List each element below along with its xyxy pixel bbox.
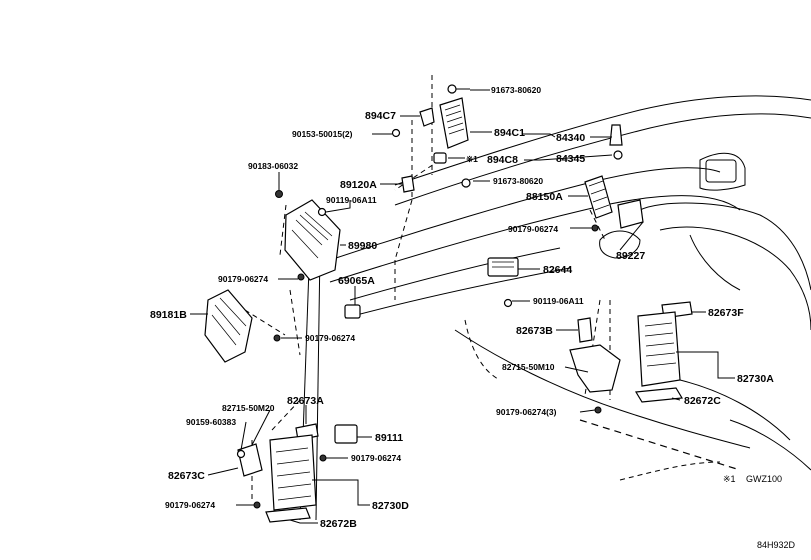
- part-82715-50M10: [569, 344, 621, 393]
- label-82730A: 82730A: [737, 373, 774, 385]
- label-82672B: 82672B: [320, 518, 357, 530]
- label-894C8: 894C8: [487, 154, 518, 166]
- label-90183-06032: 90183-06032: [248, 161, 298, 171]
- part-82730A: [637, 311, 681, 387]
- part-bolt-90159: [236, 449, 246, 459]
- part-82673B: [577, 317, 593, 343]
- label-90179-06274-r1: 90179-06274: [508, 224, 558, 234]
- label-88150A: 88150A: [526, 191, 563, 203]
- part-82730D: [269, 434, 317, 511]
- part-bolt-90153: [391, 128, 401, 138]
- part-nut-90179-l1: [297, 273, 305, 281]
- part-894C1: [439, 97, 469, 149]
- label-90119-06A11-top: 90119-06A11: [326, 195, 377, 205]
- label-91673-80620-mid: 91673-80620: [493, 176, 543, 186]
- label-82715-50M20: 82715-50M20: [222, 403, 275, 413]
- part-89227: [617, 199, 644, 229]
- part-894C8: [433, 152, 447, 164]
- part-bolt-91673-mid: [461, 178, 471, 188]
- drawing-id: 84H932D: [757, 540, 796, 550]
- label-90159-60383: 90159-60383: [186, 417, 236, 427]
- part-82644: [487, 257, 519, 277]
- label-89227: 89227: [616, 250, 645, 262]
- part-nut-90183: [275, 190, 283, 198]
- part-nut-90179-bl: [253, 501, 261, 509]
- footnote-text: GWZ100: [746, 474, 782, 484]
- label-90153-50015: 90153-50015(2): [292, 129, 353, 139]
- label-69065A: 69065A: [338, 275, 375, 287]
- label-90179-06274-l2: 90179-06274: [305, 333, 355, 343]
- part-69065A: [344, 304, 361, 319]
- part-89120A: [401, 175, 415, 193]
- part-nut-90179-l2: [273, 334, 281, 342]
- label-90179-06274-b: 90179-06274: [351, 453, 401, 463]
- label-89111: 89111: [375, 432, 403, 444]
- part-84340: [609, 124, 623, 146]
- label-89181B: 89181B: [150, 309, 187, 321]
- part-89181B: [204, 289, 253, 363]
- part-nut-90179-b: [319, 454, 327, 462]
- label-82673A: 82673A: [287, 395, 324, 407]
- label-91673-80620-top: 91673-80620: [491, 85, 541, 95]
- label-82672C: 82672C: [684, 395, 721, 407]
- dashboard-outline: [299, 95, 811, 521]
- part-84345: [613, 150, 623, 160]
- label-90119-06A11-mid: 90119-06A11: [533, 296, 584, 306]
- note-mark-894C8: ※1: [466, 154, 478, 164]
- label-82673F: 82673F: [708, 307, 744, 319]
- label-90179-06274-bl: 90179-06274: [165, 500, 215, 510]
- label-89980: 89980: [348, 240, 377, 252]
- part-bolt-91673-top: [447, 84, 470, 94]
- footnote-mark: ※1: [723, 474, 736, 484]
- label-82715-50M10: 82715-50M10: [502, 362, 555, 372]
- label-89120A: 89120A: [340, 179, 377, 191]
- part-bolt-90119-mid: [503, 298, 513, 308]
- label-82673B: 82673B: [516, 325, 553, 337]
- label-90179-06274-l1: 90179-06274: [218, 274, 268, 284]
- part-82672B: [265, 507, 311, 523]
- label-894C7: 894C7: [365, 110, 396, 122]
- label-82673C: 82673C: [168, 470, 205, 482]
- part-89980: [284, 199, 341, 281]
- part-88150A: [584, 175, 613, 219]
- leader-lines: [190, 89, 735, 524]
- part-894C7: [419, 107, 435, 127]
- part-bolt-90119-top: [317, 207, 327, 217]
- label-82730D: 82730D: [372, 500, 409, 512]
- label-84340: 84340: [556, 132, 585, 144]
- label-82644: 82644: [543, 264, 572, 276]
- label-84345: 84345: [556, 153, 585, 165]
- footnote: ※1 GWZ100: [723, 474, 782, 484]
- part-nut-90179-r1: [591, 224, 599, 232]
- part-82672C: [634, 387, 684, 403]
- part-89111: [334, 424, 358, 444]
- label-894C1: 894C1: [494, 127, 525, 139]
- part-nut-90179-3: [594, 406, 602, 414]
- label-90179-06274-3: 90179-06274(3): [496, 407, 557, 417]
- part-labels: 91673-80620 894C7 90153-50015(2) 894C1 8…: [150, 85, 774, 530]
